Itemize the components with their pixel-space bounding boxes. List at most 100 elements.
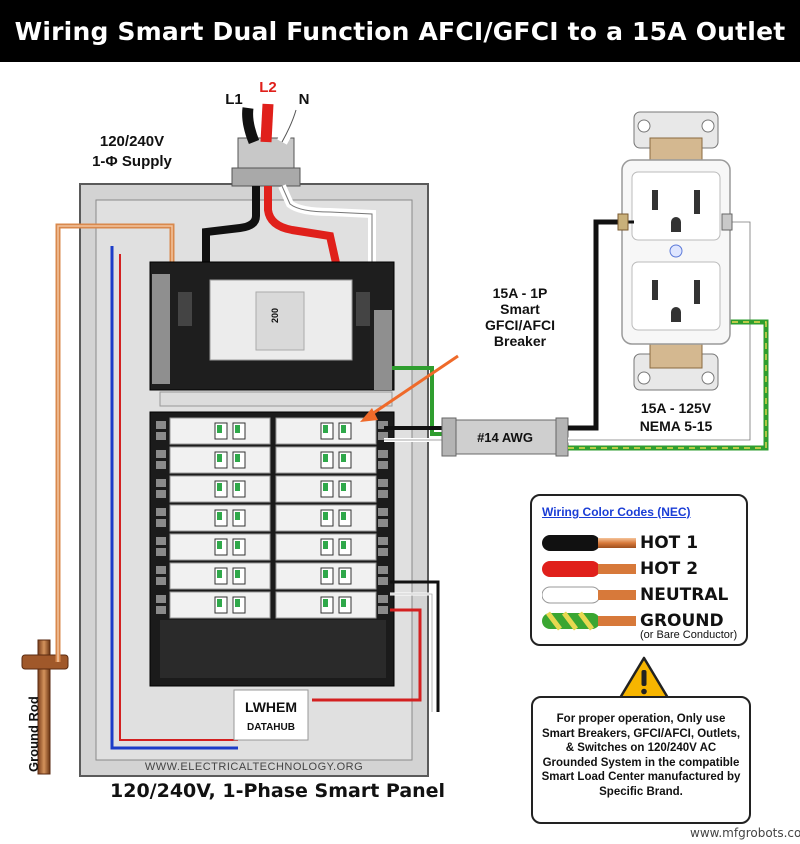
l2-wire-top — [260, 103, 274, 143]
color-code-legend: Wiring Color Codes (NEC) HOT 1 HOT 2 NEU… — [530, 494, 748, 646]
terminal-screw — [378, 548, 388, 556]
breaker-indicator — [323, 512, 328, 520]
wire-label-l2: L2 — [259, 79, 277, 96]
legend-ground: GROUND — [640, 611, 724, 631]
terminal-screw — [378, 577, 388, 585]
breaker-indicator — [217, 483, 222, 491]
ground-rod — [37, 639, 51, 775]
breaker-indicator — [341, 425, 346, 433]
breaker-indicator — [217, 512, 222, 520]
breaker-indicator — [235, 425, 240, 433]
panel-url: WWW.ELECTRICALTECHNOLOGY.ORG — [145, 761, 363, 773]
breaker-indicator — [217, 570, 222, 578]
breaker-pointer-arrow — [365, 354, 459, 420]
datahub-box — [233, 689, 309, 741]
legend-ground-sub: (or Bare Conductor) — [640, 629, 738, 641]
wire-label-n: N — [299, 91, 310, 108]
breaker-label-1: 15A - 1P — [493, 285, 548, 301]
branch-breakers-right — [275, 417, 388, 619]
breaker-indicator — [235, 570, 240, 578]
terminal-screw — [156, 548, 166, 556]
breaker-indicator — [235, 541, 240, 549]
neutral-bar-left — [152, 274, 170, 384]
breaker-indicator — [341, 512, 346, 520]
breaker-indicator — [217, 454, 222, 462]
neutral-bar-right — [374, 310, 392, 390]
terminal-screw — [156, 450, 166, 458]
terminal-screw — [156, 595, 166, 603]
page-title: Wiring Smart Dual Function AFCI/GFCI to … — [0, 0, 800, 62]
terminal-screw — [156, 421, 166, 429]
l1-wire — [202, 186, 260, 270]
breaker-indicator — [235, 483, 240, 491]
terminal-screw — [156, 577, 166, 585]
blue-feeder-wire — [110, 246, 238, 750]
terminal-screw — [156, 508, 166, 516]
breaker-indicator — [341, 541, 346, 549]
terminal-screw — [378, 461, 388, 469]
outlet-hot-wire — [568, 219, 622, 431]
red-feeder-wire — [119, 254, 238, 741]
legend-neutral: NEUTRAL — [640, 585, 729, 605]
terminal-screw — [156, 606, 166, 614]
legend-swatch-hot2 — [542, 558, 638, 580]
legend-title: Wiring Color Codes (NEC) — [542, 505, 691, 519]
breaker-indicator — [323, 454, 328, 462]
breaker-indicator — [341, 483, 346, 491]
legend-swatch-ground — [542, 610, 638, 632]
supply-label-1: 120/240V — [100, 133, 164, 150]
branch-breaker — [275, 562, 377, 590]
conduit-nut — [231, 167, 301, 187]
terminal-screw — [156, 566, 166, 574]
breaker-indicator — [235, 454, 240, 462]
breaker-indicator — [323, 425, 328, 433]
watermark: www.mfgrobots.com — [690, 826, 800, 840]
terminal-screw — [156, 490, 166, 498]
breaker-indicator — [217, 599, 222, 607]
breaker-indicator — [323, 599, 328, 607]
panel-caption: 120/240V, 1-Phase Smart Panel — [110, 780, 446, 802]
terminal-screw — [156, 519, 166, 527]
breaker-indicator — [341, 454, 346, 462]
hub-label-2: DATAHUB — [247, 722, 295, 733]
legend-swatch-neutral — [542, 584, 638, 606]
legend-hot2: HOT 2 — [640, 559, 699, 579]
l1-wire-top — [242, 107, 260, 145]
cable-label: #14 AWG — [477, 430, 533, 445]
terminal-screw — [156, 537, 166, 545]
terminal-screw — [378, 479, 388, 487]
ground-clamp — [21, 654, 69, 670]
breaker-label-3: GFCI/AFCI — [485, 317, 555, 333]
black-wire-down — [390, 580, 440, 712]
wire-label-l1: L1 — [225, 91, 243, 108]
breaker-indicator — [341, 599, 346, 607]
l2-wire — [264, 186, 342, 273]
terminal-screw — [156, 461, 166, 469]
terminal-screw — [378, 450, 388, 458]
legend-swatch-hot1 — [542, 532, 638, 554]
breaker-indicator — [341, 570, 346, 578]
outlet-label-1: 15A - 125V — [641, 400, 712, 416]
breaker-indicator — [323, 541, 328, 549]
supply-label-2: 1-Φ Supply — [92, 153, 172, 170]
terminal-screw — [378, 606, 388, 614]
breaker-indicator — [235, 512, 240, 520]
terminal-screw — [378, 421, 388, 429]
terminal-screw — [378, 537, 388, 545]
breaker-label-4: Breaker — [494, 333, 547, 349]
breaker-indicator — [323, 570, 328, 578]
breaker-indicator — [217, 541, 222, 549]
usage-note: For proper operation, Only use Smart Bre… — [531, 696, 751, 824]
terminal-screw — [378, 566, 388, 574]
breaker-indicator — [235, 599, 240, 607]
outlet-label-2: NEMA 5-15 — [640, 418, 713, 434]
terminal-screw — [378, 595, 388, 603]
breaker-indicator — [323, 483, 328, 491]
wiring-diagram: 200 LWHEM DATAHUB #14 AWG — [21, 79, 769, 777]
terminal-screw — [378, 508, 388, 516]
breaker-label-2: Smart — [500, 301, 540, 317]
terminal-screw — [378, 490, 388, 498]
red-wire-down — [312, 608, 422, 702]
hub-label-1: LWHEM — [245, 699, 297, 715]
terminal-screw — [378, 519, 388, 527]
